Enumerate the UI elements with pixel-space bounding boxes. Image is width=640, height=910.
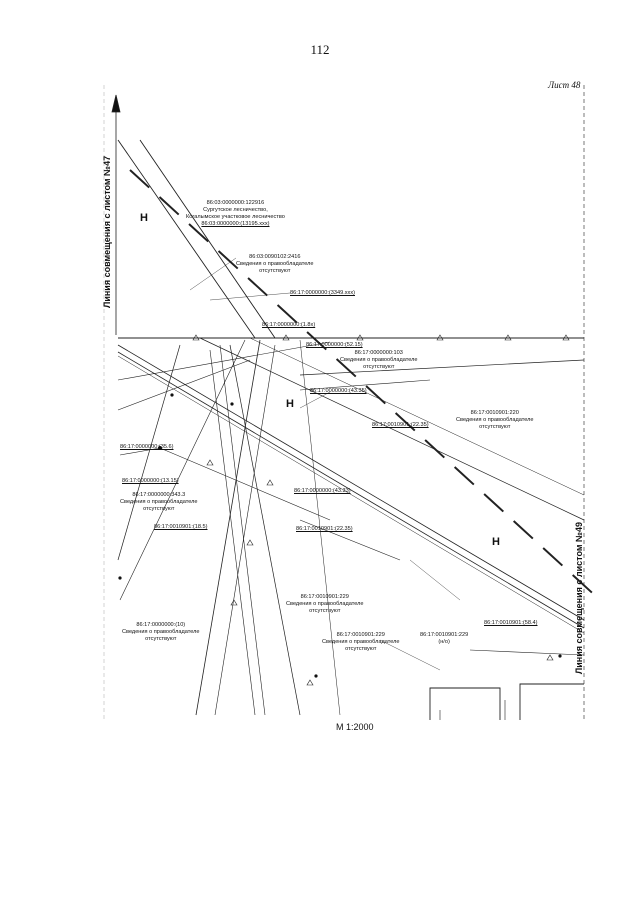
parcel-label: 86:17:0000000:343.3 Сведения о правообла… [120, 492, 198, 512]
map-scale: М 1:2000 [336, 722, 374, 732]
road-edge-a [117, 139, 256, 339]
parcel-label: 86:17:0010901:229 (н/о) [420, 632, 469, 645]
parcel-label: 86:17:0010901:220 Сведения о правооблада… [456, 410, 534, 430]
boundary-points [118, 393, 562, 678]
parcel-label: 86:17:0000000:(10) Сведения о правооблад… [122, 622, 200, 642]
road-mark: Н [140, 212, 148, 224]
north-arrow-icon [111, 94, 121, 113]
parcel-label: 86:17:0000000:(1.8x) [262, 322, 316, 328]
page-number: 112 [310, 42, 330, 57]
parcel-label: 86:17:0010901:229 Сведения о правооблада… [286, 594, 364, 614]
parcel-label: 86:17:0000000:(43.33) [294, 488, 351, 494]
parcel-label: 86:17:0000000:(52.15) [306, 342, 363, 348]
parcel-label: 86:03:0090102:2416 Сведения о правооблад… [236, 254, 314, 274]
parcel-label: 86:17:0000000:(3349.xxx) [290, 290, 355, 296]
right-match-line-label: Линия совмещения с листом №49 [574, 521, 584, 675]
parcel-label: 86:03:0000000:122916 Сургутское лесничес… [186, 200, 285, 227]
parcel-label: 86:17:0000000:103 Сведения о правооблада… [340, 350, 418, 370]
road-mark: Н [286, 398, 294, 410]
parcel-label: 86:17:0010901:229 Сведения о правооблада… [322, 632, 400, 652]
parcel-label: 86:17:0010901:(22.35) [296, 526, 353, 532]
parcel-label: 86:17:0010901:(58.4) [484, 620, 538, 626]
road-axis-dashed [129, 169, 601, 601]
boundary-markers [192, 334, 570, 686]
road-mark: Н [492, 536, 500, 548]
left-match-line-label: Линия совмещения с листом №47 [102, 155, 112, 308]
parcel-label: 86:17:0000000:(13.15) [122, 478, 179, 484]
sheet-label: Лист 48 [548, 80, 581, 90]
parcel-label: 86:17:0010901:(18.5) [154, 524, 208, 530]
road-edge-b [139, 139, 276, 339]
parcel-label: 86:17:0000000:(43.35) [310, 388, 367, 394]
parcel-label: 86:17:0000000:(35.6) [120, 444, 174, 450]
parcel-label: 86:17:0010901:(22.35) [372, 422, 429, 428]
